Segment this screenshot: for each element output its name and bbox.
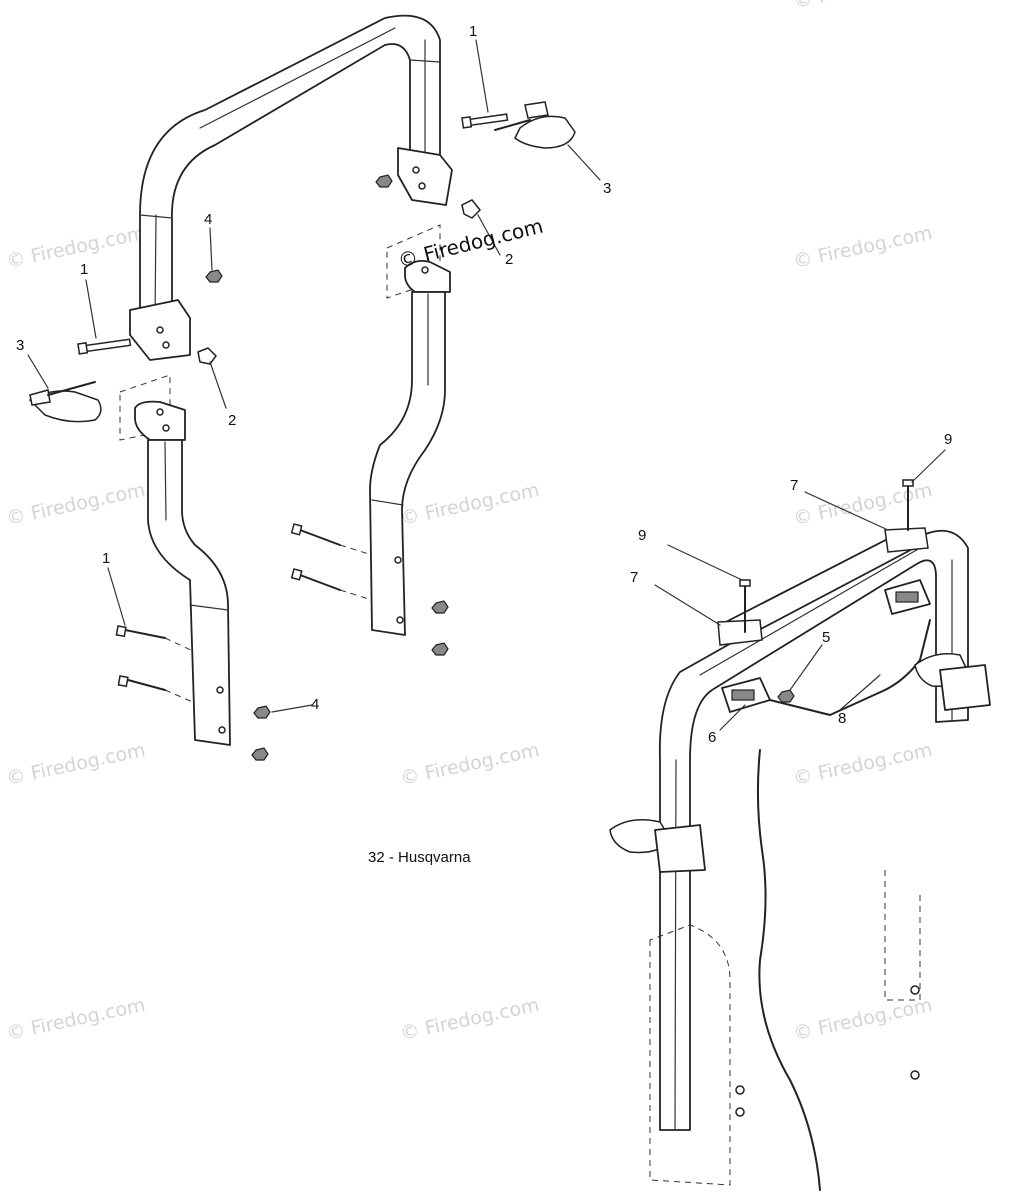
callout-9: 9 [638, 527, 646, 544]
knob-group [197, 199, 482, 365]
watermark-dark: © Firedog.com [395, 214, 545, 273]
callout-5: 5 [822, 629, 830, 646]
watermark: © Firedog.com [4, 222, 147, 273]
watermark: © Firedog.com [398, 739, 541, 790]
bolt-group [77, 113, 509, 704]
watermark: © Firedog.com [791, 994, 934, 1045]
callout-7: 7 [790, 477, 798, 494]
rear-rollbar-assembly [609, 479, 991, 1191]
watermark: © Firedog.com [4, 994, 147, 1045]
leader-lines [27, 39, 946, 731]
watermark: © Firedog.com [4, 739, 147, 790]
callout-1: 1 [469, 23, 477, 40]
callout-2: 2 [505, 251, 513, 268]
callout-3: 3 [16, 337, 24, 354]
lower-right-tube [369, 224, 451, 636]
watermark-group: © Firedog.com © Firedog.com © Firedog.co… [4, 0, 934, 1045]
watermark: © Firedog.com [791, 0, 934, 13]
callout-3: 3 [603, 180, 611, 197]
callout-8: 8 [838, 710, 846, 727]
callout-labels: 1 1 1 2 2 3 3 4 4 5 6 7 7 8 9 9 [16, 23, 952, 746]
upper-rollbar-hoop [129, 14, 453, 361]
nut-group [205, 174, 449, 761]
diagram-caption: 32 - Husqvarna [368, 849, 471, 866]
callout-1: 1 [102, 550, 110, 567]
callout-9: 9 [944, 431, 952, 448]
callout-7: 7 [630, 569, 638, 586]
lower-left-tube [119, 374, 231, 746]
watermark: © Firedog.com [791, 739, 934, 790]
callout-2: 2 [228, 412, 236, 429]
watermark: © Firedog.com [4, 479, 147, 530]
callout-4: 4 [204, 211, 212, 228]
callout-1: 1 [80, 261, 88, 278]
callout-6: 6 [708, 729, 716, 746]
watermark: © Firedog.com [398, 994, 541, 1045]
lynch-pin-group [28, 101, 576, 423]
watermark: © Firedog.com [398, 479, 541, 530]
watermark: © Firedog.com [791, 222, 934, 273]
callout-4: 4 [311, 696, 319, 713]
